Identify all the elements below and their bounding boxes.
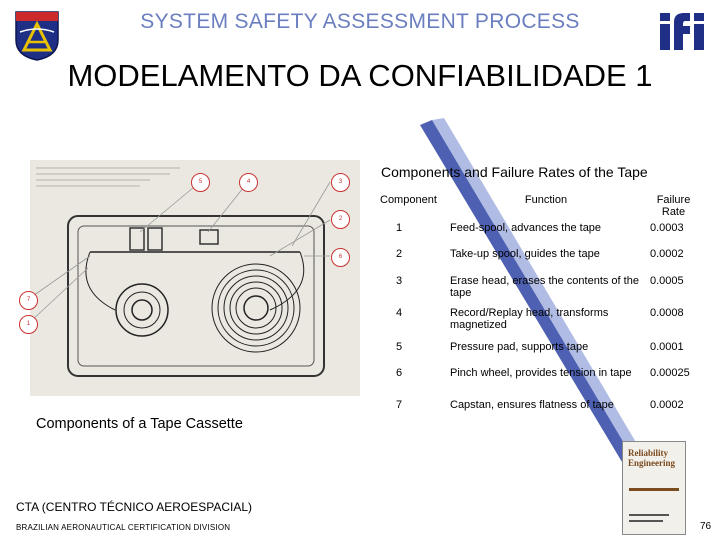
component-cell: 7 bbox=[396, 399, 403, 411]
component-cell: 1 bbox=[396, 222, 403, 234]
header-failure-rate: Failure Rate bbox=[656, 194, 691, 218]
book-cover-bar bbox=[629, 488, 679, 491]
header-title: SYSTEM SAFETY ASSESSMENT PROCESS bbox=[140, 10, 580, 33]
ifi-logo bbox=[656, 10, 708, 52]
table-row: 2 Take-up spool, guides the tape 0.0002 bbox=[376, 248, 701, 275]
failure-rate-cell: 0.0003 bbox=[650, 222, 684, 234]
failure-rate-cell: 0.0001 bbox=[650, 341, 684, 353]
component-cell: 4 bbox=[396, 307, 403, 319]
book-cover-bar bbox=[629, 514, 669, 516]
callout-6: 6 bbox=[331, 248, 350, 267]
callout-4: 4 bbox=[239, 173, 258, 192]
figure-caption: Components of a Tape Cassette bbox=[36, 416, 243, 432]
table-row: 1 Feed-spool, advances the tape 0.0003 bbox=[376, 222, 701, 248]
book-cover-bar bbox=[629, 520, 663, 522]
failure-rate-cell: 0.0002 bbox=[650, 248, 684, 260]
component-cell: 2 bbox=[396, 248, 403, 260]
header-function: Function bbox=[524, 194, 568, 206]
function-cell: Capstan, ensures flatness of tape bbox=[450, 399, 614, 411]
component-cell: 3 bbox=[396, 275, 403, 287]
failure-rate-cell: 0.0002 bbox=[650, 399, 684, 411]
component-cell: 5 bbox=[396, 341, 403, 353]
table-row: 6 Pinch wheel, provides tension in tape … bbox=[376, 367, 701, 399]
function-cell: Pinch wheel, provides tension in tape bbox=[450, 367, 632, 379]
callout-7: 7 bbox=[19, 291, 38, 310]
book-title: Reliability Engineering bbox=[628, 448, 676, 468]
component-cell: 6 bbox=[396, 367, 403, 379]
callout-1: 1 bbox=[19, 315, 38, 334]
function-cell: Take-up spool, guides the tape bbox=[450, 248, 600, 260]
failure-rate-cell: 0.0008 bbox=[650, 307, 684, 319]
function-cell: Pressure pad, supports tape bbox=[450, 341, 589, 353]
header-component: Component bbox=[380, 194, 437, 206]
failure-rate-cell: 0.0005 bbox=[650, 275, 684, 287]
table-row: 3 Erase head, erases the contents of the… bbox=[376, 275, 701, 307]
function-cell: Record/Replay head, transforms magnetize… bbox=[450, 307, 609, 331]
footer-cta: CTA (CENTRO TÉCNICO AEROESPACIAL) bbox=[16, 500, 253, 514]
cta-logo bbox=[14, 10, 60, 62]
function-cell: Feed-spool, advances the tape bbox=[450, 222, 602, 234]
callout-5: 5 bbox=[191, 173, 210, 192]
footer-division: BRAZILIAN AERONAUTICAL CERTIFICATION DIV… bbox=[16, 523, 231, 532]
table-row: 5 Pressure pad, supports tape 0.0001 bbox=[376, 341, 701, 367]
failure-rate-cell: 0.00025 bbox=[650, 367, 690, 379]
table-header-row: Component Function Failure Rate bbox=[376, 194, 701, 222]
table-row: 4 Record/Replay head, transforms magneti… bbox=[376, 307, 701, 341]
page-number: 76 bbox=[700, 521, 712, 532]
failure-rates-table: Component Function Failure Rate 1 Feed-s… bbox=[376, 194, 701, 425]
tape-cassette-figure bbox=[29, 160, 360, 396]
function-cell: Erase head, erases the contents of the t… bbox=[450, 275, 639, 299]
book-cover: Reliability Engineering bbox=[622, 441, 686, 535]
callout-2: 2 bbox=[331, 210, 350, 229]
table-row: 7 Capstan, ensures flatness of tape 0.00… bbox=[376, 399, 701, 425]
slide-title: MODELAMENTO DA CONFIABILIDADE 1 bbox=[67, 58, 653, 93]
callout-3: 3 bbox=[331, 173, 350, 192]
table-title: Components and Failure Rates of the Tape bbox=[381, 164, 648, 180]
